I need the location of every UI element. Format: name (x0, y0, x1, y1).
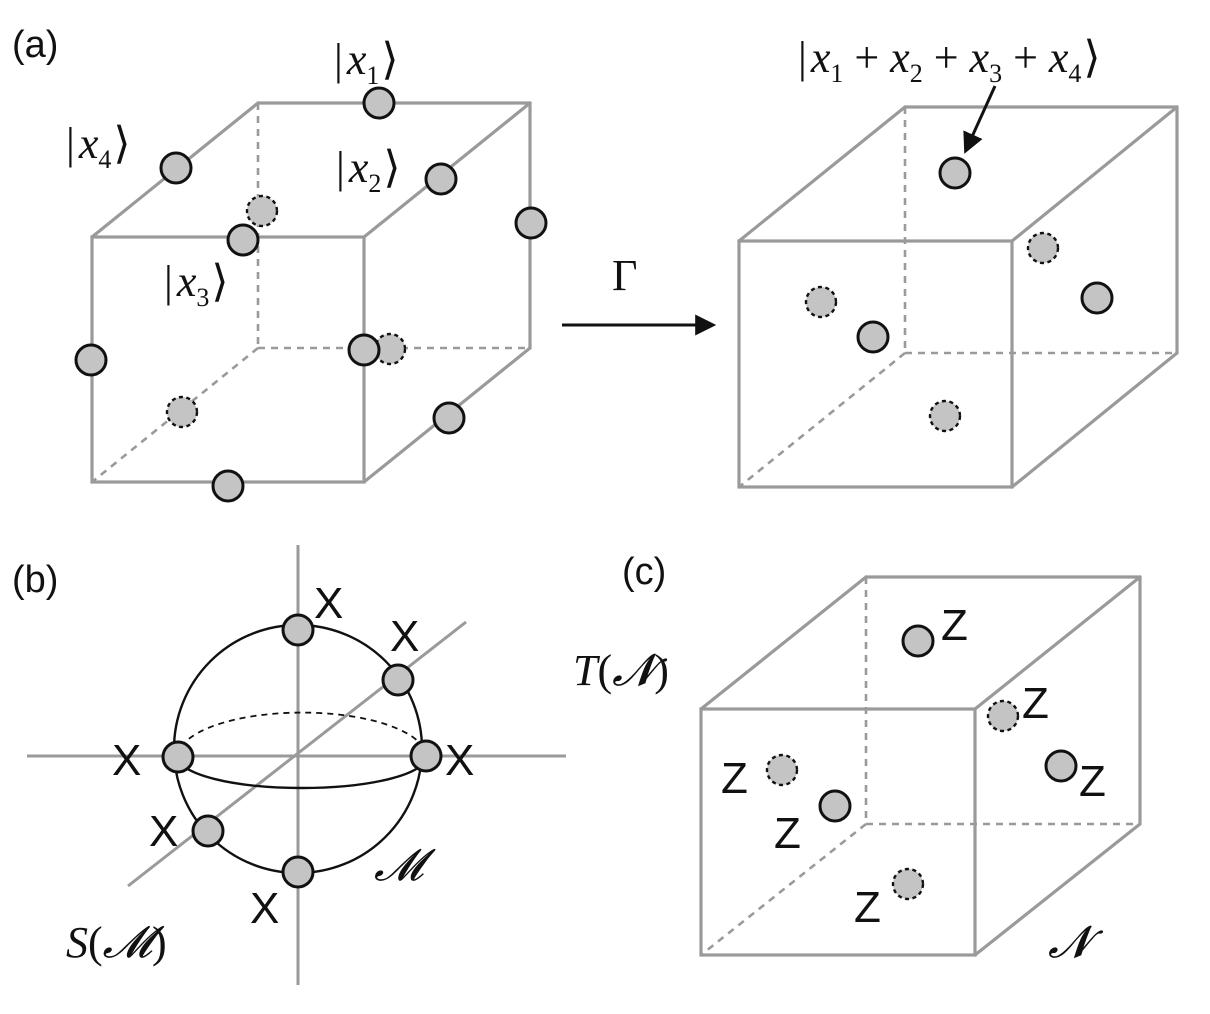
gamma-map-label: Γ (612, 251, 637, 300)
z-marker: Z (854, 883, 881, 932)
hidden-particle (928, 399, 962, 433)
z-marker: Z (721, 754, 748, 803)
particle (1080, 281, 1114, 315)
fused-particle (938, 156, 972, 190)
equator-front (176, 756, 428, 790)
panel-c-label: (c) (622, 551, 666, 593)
x-marker: X (445, 736, 474, 785)
torus-label: T(𝓝) (573, 646, 669, 695)
equator-back (177, 711, 427, 758)
cube-edge (973, 575, 1142, 711)
particle (514, 206, 548, 240)
particle (347, 333, 381, 367)
hidden-particle (1026, 231, 1060, 265)
x-marker: X (250, 884, 279, 933)
lattice-cube-left (90, 101, 532, 484)
x-marker: X (390, 612, 419, 661)
cube-edge (973, 822, 1142, 957)
cube-edge (737, 105, 907, 243)
particle (901, 624, 935, 658)
x-marker: X (149, 807, 178, 856)
z-marker: Z (1079, 757, 1106, 806)
cube-hidden-edge (738, 351, 906, 489)
ket-x4-label: |x4⟩ (66, 119, 131, 174)
x-marker: X (314, 579, 343, 628)
cube-front-face (699, 707, 977, 957)
hidden-particle (765, 753, 799, 787)
ket-x2-label: |x2⟩ (336, 143, 401, 198)
particle (818, 789, 852, 823)
cube-edge (699, 575, 868, 711)
z-marker: Z (941, 601, 968, 650)
sphere-particle (191, 814, 225, 848)
cube-edge (1010, 105, 1179, 243)
particle (74, 343, 108, 377)
z-marker: Z (774, 809, 801, 858)
particle (432, 401, 466, 435)
fused-ket-label: |x1 + x2 + x3 + x4⟩ (798, 33, 1101, 88)
manifold-m-label: 𝓜 (374, 841, 436, 890)
sphere-label: S(𝓜) (66, 918, 167, 967)
ket-x1-label: |x1⟩ (334, 35, 399, 90)
hidden-particle (986, 699, 1020, 733)
sphere-particle-top (281, 613, 315, 647)
lattice-cube-right (737, 105, 1179, 489)
hidden-particle (804, 285, 838, 319)
sphere-particle-right (409, 739, 443, 773)
particle-x1 (362, 86, 396, 120)
manifold-n-label: 𝓝 (1048, 918, 1104, 967)
sphere-particle (381, 663, 415, 697)
cube-hidden-edge (700, 822, 867, 957)
sphere-particle-bottom (281, 855, 315, 889)
particle (211, 469, 245, 503)
sphere-particle-left (161, 740, 195, 774)
x-marker: X (112, 736, 141, 785)
panel-a: (a) |x1⟩ |x4⟩ (12, 24, 1179, 503)
particle (856, 320, 890, 354)
pointer-arrow (963, 85, 997, 154)
panel-a-label: (a) (12, 24, 58, 66)
hidden-particle (891, 867, 925, 901)
cube-edge (1010, 351, 1179, 489)
panel-b-label: (b) (12, 559, 58, 601)
ket-x3-label: |x3⟩ (164, 257, 229, 312)
hidden-particle (245, 194, 279, 228)
particle-x4 (159, 151, 193, 185)
hidden-particle (165, 395, 199, 429)
lattice-cube-c (699, 575, 1142, 957)
particle-x2 (424, 162, 458, 196)
cube-front-face (737, 239, 1014, 489)
particle-x3 (226, 223, 260, 257)
particle (1044, 749, 1078, 783)
panel-c: (c) Z Z Z Z Z Z T(𝓝) 𝓝 (573, 551, 1142, 967)
depth-axis (127, 620, 467, 888)
panel-b: (b) X X X X X X 𝓜 S(𝓜) (12, 545, 566, 985)
z-marker: Z (1022, 679, 1049, 728)
